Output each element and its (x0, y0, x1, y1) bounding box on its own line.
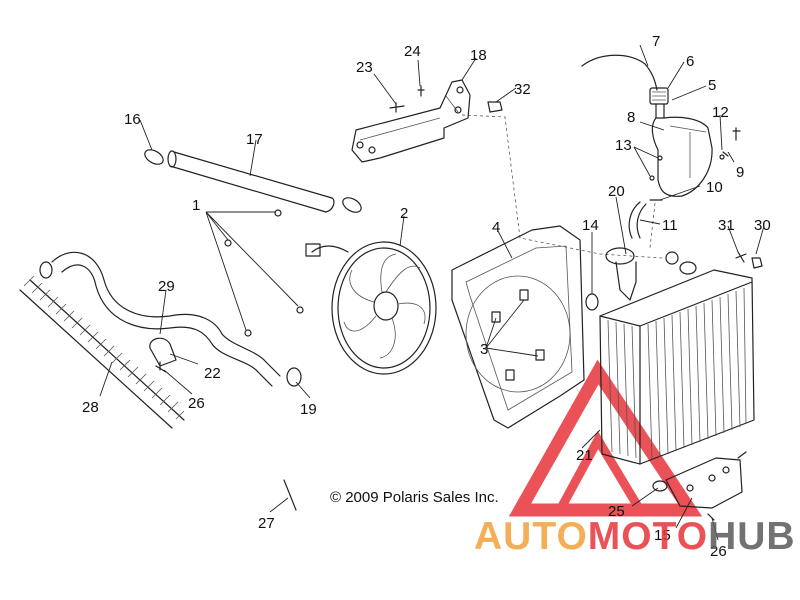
callout-4: 4 (492, 219, 500, 236)
callout-20: 20 (608, 183, 625, 200)
callout-6: 6 (686, 53, 694, 70)
callout-17: 17 (246, 131, 263, 148)
fan-assembly (305, 241, 437, 375)
straight-coolant-tube (144, 149, 362, 213)
callout-25: 25 (608, 503, 625, 520)
callout-10: 10 (706, 179, 723, 196)
callout-18: 18 (470, 47, 487, 64)
callout-19: 19 (300, 401, 317, 418)
callout-2: 2 (400, 205, 408, 222)
callout-labels: 7 6 5 8 12 13 9 10 20 11 14 31 30 4 3 2 … (82, 33, 771, 560)
formed-coolant-hose (39, 251, 302, 387)
leader-lines (99, 44, 765, 541)
callout-14: 14 (582, 217, 599, 234)
callout-23: 23 (356, 59, 373, 76)
callout-32: 32 (514, 81, 531, 98)
callout-31: 31 (718, 217, 735, 234)
callout-28: 28 (82, 399, 99, 416)
hose-clamps-group (224, 209, 304, 337)
callout-26-right: 26 (710, 543, 727, 560)
callout-27: 27 (258, 515, 275, 532)
overflow-tube (581, 54, 658, 91)
radiator-bracket (652, 451, 747, 521)
callout-29: 29 (158, 278, 175, 295)
callout-11: 11 (662, 217, 678, 234)
watermark-hub: HUB (708, 515, 796, 558)
watermark-moto: MOTO (588, 515, 708, 558)
callout-26-left: 26 (188, 395, 205, 412)
coolant-reservoir (649, 87, 713, 197)
copyright-notice: © 2009 Polaris Sales Inc. (330, 489, 499, 506)
callout-24: 24 (404, 43, 421, 60)
watermark-auto: AUTO (474, 515, 588, 558)
callout-7: 7 (652, 33, 660, 50)
watermark-text: AUTOMOTOHUB (474, 515, 796, 558)
routing-lines (461, 114, 663, 259)
radiator (599, 269, 755, 465)
radiator-fittings (585, 247, 763, 311)
callout-3: 3 (480, 341, 488, 358)
callout-30: 30 (754, 217, 771, 234)
corrugated-sleeve (19, 275, 185, 429)
callout-1: 1 (192, 197, 200, 214)
callout-8: 8 (627, 109, 635, 126)
callout-22: 22 (204, 365, 221, 382)
hose-bracket (149, 337, 177, 373)
watermark-logo (508, 359, 703, 517)
reservoir-hose (628, 199, 663, 239)
mounting-bracket (351, 79, 503, 163)
fan-shroud (451, 225, 585, 429)
callout-9: 9 (736, 164, 744, 181)
callout-15: 15 (654, 527, 671, 544)
callout-16: 16 (124, 111, 141, 128)
callout-12: 12 (712, 104, 729, 121)
reservoir-fasteners (649, 127, 741, 181)
callout-21: 21 (576, 447, 593, 464)
pin (283, 479, 297, 511)
svg-text:AUTOMOTOHUB: AUTOMOTOHUB (474, 515, 796, 558)
callout-13: 13 (615, 137, 632, 154)
callout-5: 5 (708, 77, 716, 94)
